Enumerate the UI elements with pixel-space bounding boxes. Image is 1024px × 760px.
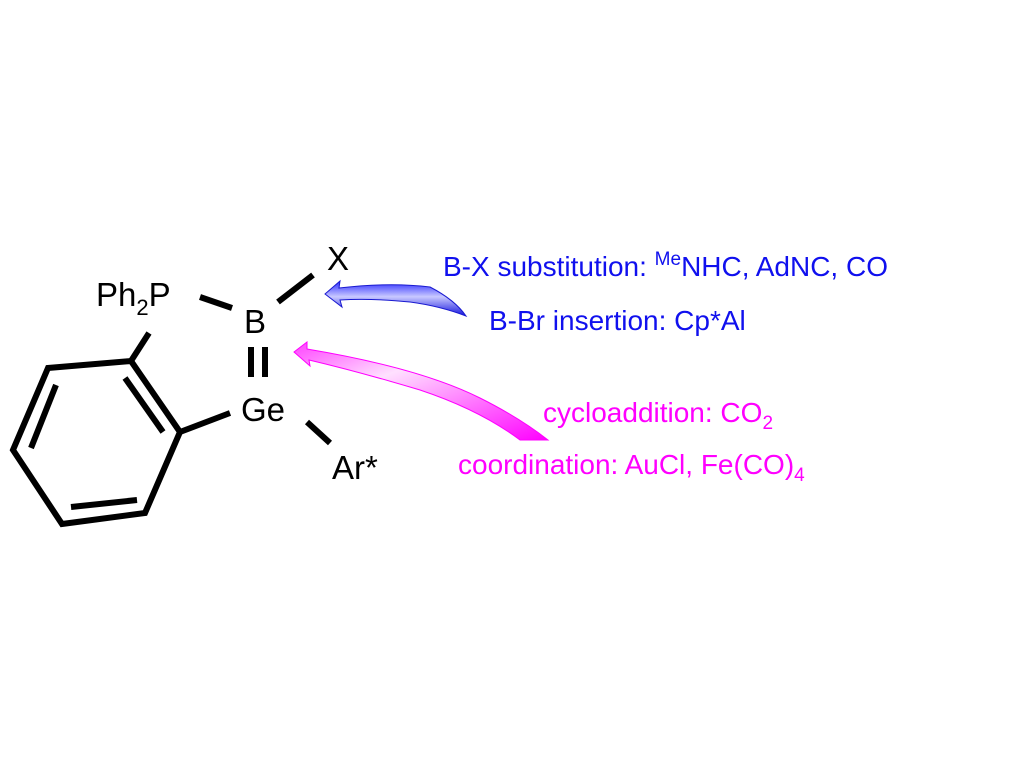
- ph2p-label: Ph2P: [96, 276, 171, 320]
- coordination-text: coordination: AuCl, Fe(CO)4: [458, 449, 805, 486]
- x-group-label: X: [327, 240, 349, 277]
- ring-ge-bond: [178, 410, 232, 435]
- germanium-label: Ge: [241, 391, 285, 428]
- blue-curved-arrow: [324, 279, 468, 318]
- b-x-bond: [276, 272, 315, 305]
- magenta-curved-arrow: [293, 340, 550, 441]
- ring-p-bond: [128, 331, 152, 363]
- p-b-bond: [199, 294, 233, 311]
- cycloaddition-text: cycloaddition: CO2: [543, 397, 773, 434]
- aryl-label: Ar*: [332, 449, 378, 486]
- bbr-insertion-text: B-Br insertion: Cp*Al: [489, 305, 746, 336]
- bx-substitution-text: B-X substitution: MeNHC, AdNC, CO: [443, 249, 888, 282]
- ge-ar-bond: [304, 419, 333, 446]
- boron-label: B: [244, 303, 266, 340]
- benzene-ring: [9, 357, 184, 528]
